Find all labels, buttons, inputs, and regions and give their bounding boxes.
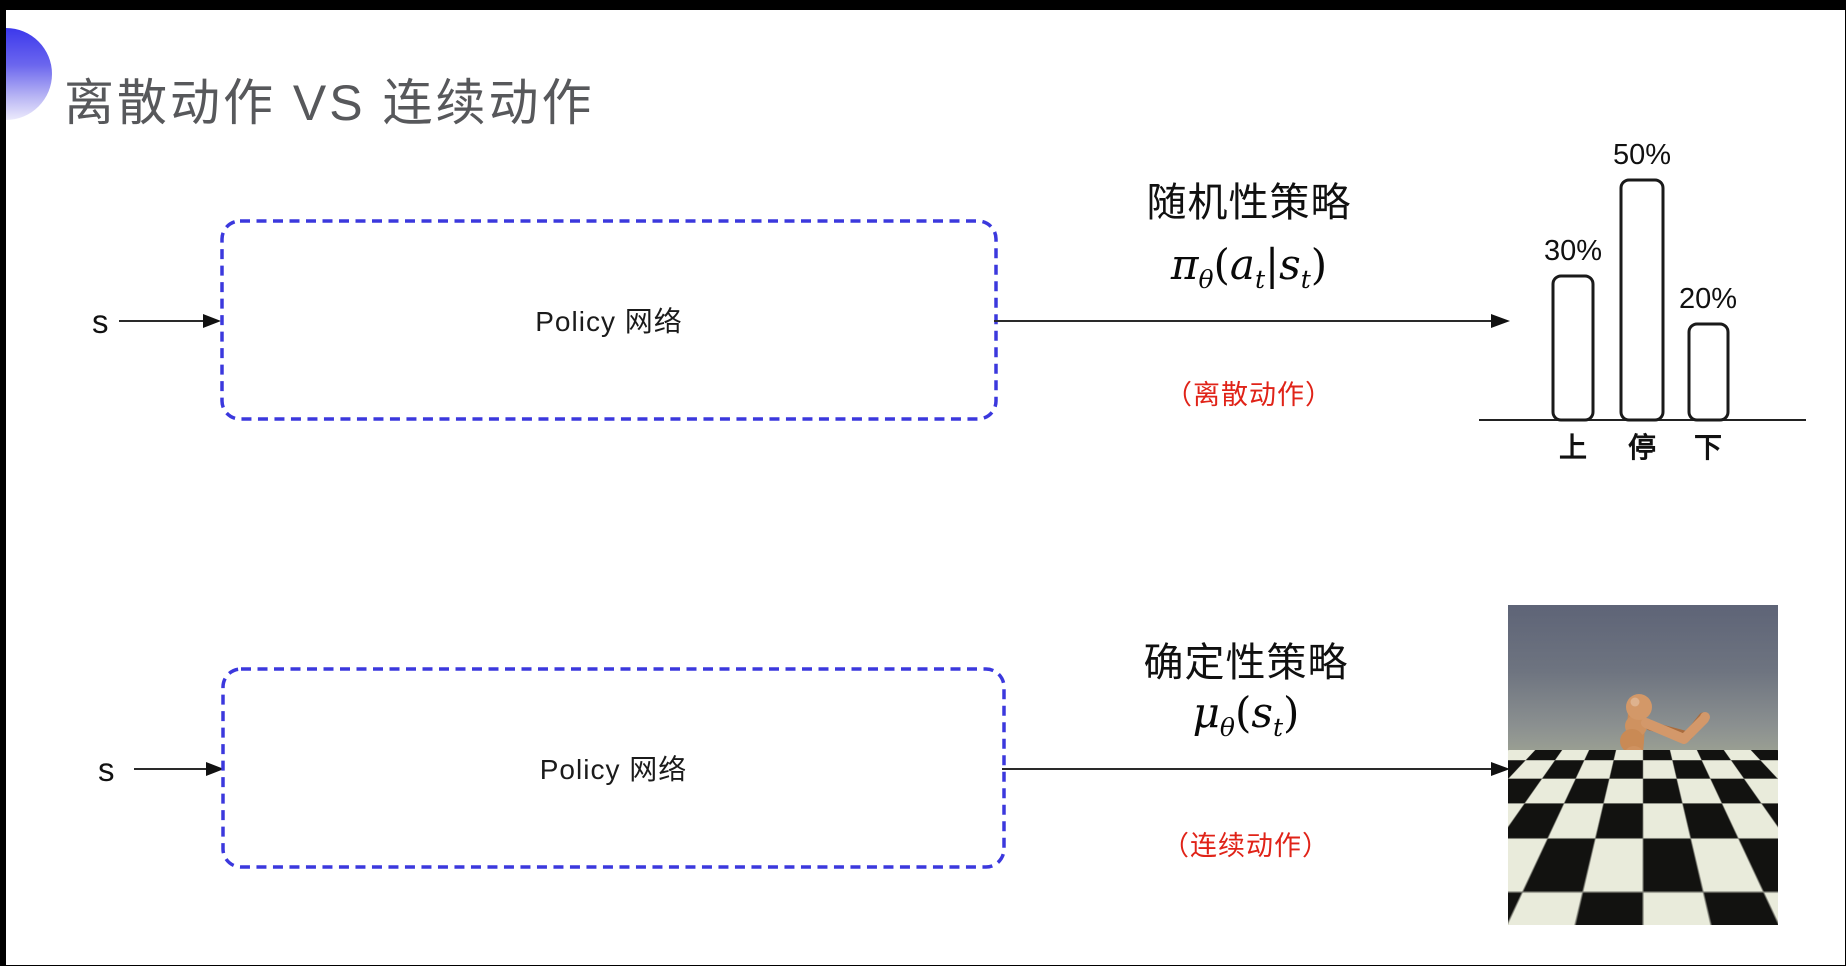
humanoid-figure [1590,694,1717,918]
state-input-label-top: s [92,303,109,340]
action-probability-chart: 30% 50% 20% 上 停 下 [1479,139,1806,463]
bar-category-label: 上 [1559,432,1587,463]
output-arrow-bottom [1002,762,1510,776]
input-arrow-bottom [134,762,224,776]
input-arrow-top [119,314,221,328]
bar-category-label: 停 [1628,431,1656,463]
deterministic-policy-title: 确定性策略 [1143,641,1349,685]
state-input-label-bottom: s [98,751,115,788]
stochastic-policy-formula: πθ(at|st) [1170,240,1328,294]
continuous-action-note: （连续动作） [1162,831,1330,861]
bar-value-label: 20% [1679,283,1737,315]
bar-category-label: 下 [1694,432,1722,463]
bar-up [1551,274,1595,422]
bar-down [1687,322,1730,422]
policy-network-label-bottom: Policy 网络 [539,754,688,785]
bar-stop [1619,178,1665,422]
output-arrow-top [994,314,1510,328]
humanoid-simulation-image [1508,605,1778,925]
policy-network-label-top: Policy 网络 [535,306,683,337]
page-title: 离散动作 VS 连续动作 [64,74,595,131]
discrete-action-note: （离散动作） [1165,380,1333,410]
slide-canvas: 离散动作 VS 连续动作 s Policy 网络 随机性策略 πθ(at|st)… [6,10,1845,965]
stochastic-policy-title: 随机性策略 [1146,181,1352,225]
title-accent-icon [6,28,52,120]
deterministic-policy-formula: μθ(st) [1192,688,1300,742]
policy-network-box-bottom [221,667,1006,869]
bar-value-label: 50% [1613,139,1671,171]
bar-value-label: 30% [1544,235,1602,267]
